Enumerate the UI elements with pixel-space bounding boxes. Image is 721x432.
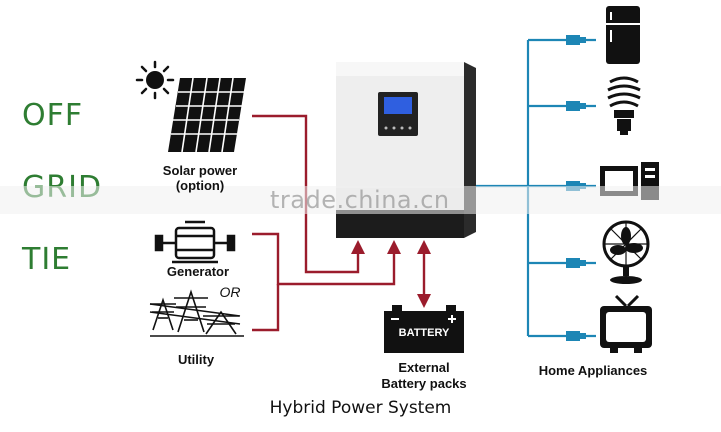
watermark-band: trade.china.cn	[0, 186, 721, 214]
battery-label-line1: External	[398, 360, 450, 375]
generator-label: Generator	[166, 264, 230, 279]
utility-label: Utility	[177, 352, 215, 367]
home-appliances-label: Home Appliances	[538, 363, 648, 378]
generator-icon	[154, 220, 236, 264]
watermark-text: trade.china.cn	[270, 186, 450, 214]
solar-option-label: (option)	[175, 178, 225, 193]
solar-panel-icon	[168, 77, 246, 153]
diagram-caption: Hybrid Power System	[269, 398, 452, 418]
battery-label-line2: Battery packs	[381, 376, 467, 391]
side-text-off: OFF	[22, 98, 84, 133]
light-bulb-icon	[607, 76, 641, 135]
sun-icon	[135, 60, 175, 100]
watermark-background	[0, 186, 721, 214]
refrigerator-icon	[606, 6, 640, 64]
fan-icon	[602, 220, 650, 284]
side-text-tie: TIE	[22, 242, 72, 277]
input-wiring	[252, 114, 396, 332]
battery-double-arrow	[417, 240, 431, 308]
solar-power-label: Solar power	[162, 163, 238, 178]
input-arrowheads	[351, 240, 401, 254]
television-icon	[600, 294, 652, 353]
battery-box-text: BATTERY	[398, 327, 450, 339]
inverter-lcd-screen	[384, 97, 412, 114]
utility-tower-icon	[149, 289, 244, 337]
or-label: OR	[219, 284, 241, 300]
battery-icon	[384, 305, 464, 353]
